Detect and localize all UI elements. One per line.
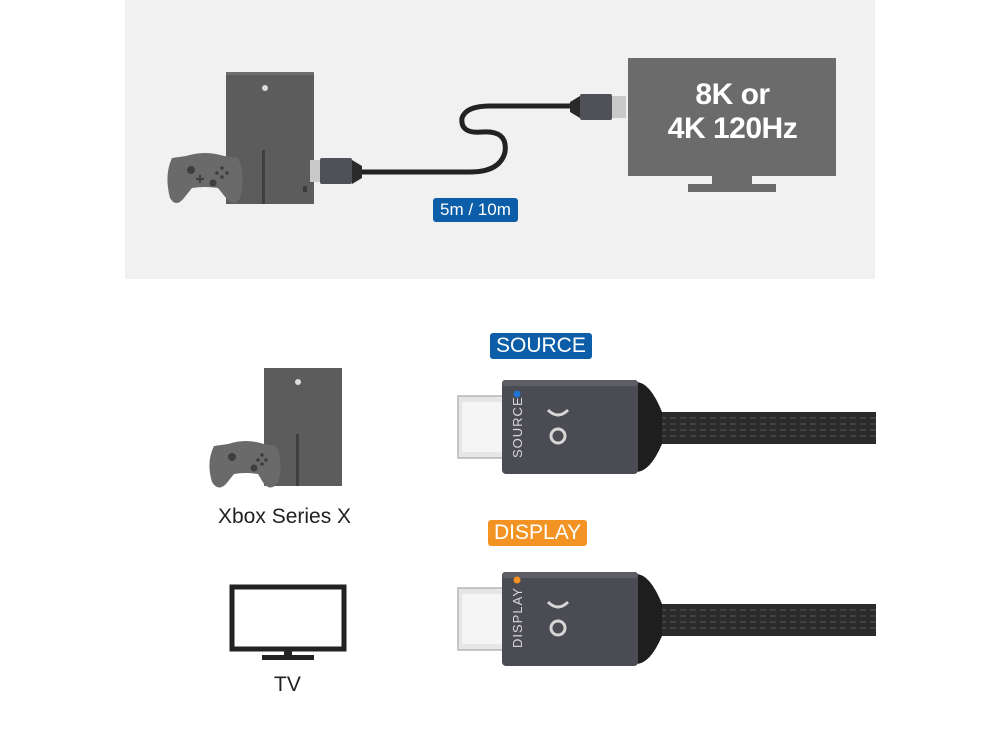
hdmi-plug-display-icon bbox=[457, 572, 876, 666]
hdmi-plug-left-icon bbox=[310, 158, 362, 184]
tv-resolution-line2: 4K 120Hz bbox=[667, 112, 798, 145]
hdmi-cable-line bbox=[355, 103, 579, 175]
tv-outline-icon bbox=[229, 584, 347, 660]
hdmi-plug-source-icon bbox=[457, 380, 876, 474]
xbox-caption: Xbox Series X bbox=[218, 505, 352, 528]
xbox-controller-icon bbox=[167, 153, 243, 203]
display-plug-label: DISPLAY bbox=[510, 587, 525, 648]
hdmi-plug-right-icon bbox=[570, 94, 626, 120]
source-plug-label: SOURCE bbox=[510, 396, 525, 458]
display-badge: DISPLAY bbox=[488, 520, 588, 546]
source-badge: SOURCE bbox=[490, 333, 592, 359]
tv-resolution-line1: 8K or bbox=[695, 78, 770, 111]
xbox-controller-small-icon bbox=[209, 441, 281, 488]
tv-caption: TV bbox=[274, 673, 301, 696]
tv-screen-icon bbox=[628, 58, 836, 192]
tv-resolution-text: 8K or 4K 120Hz bbox=[630, 78, 835, 146]
cable-length-badge: 5m / 10m bbox=[433, 198, 518, 222]
